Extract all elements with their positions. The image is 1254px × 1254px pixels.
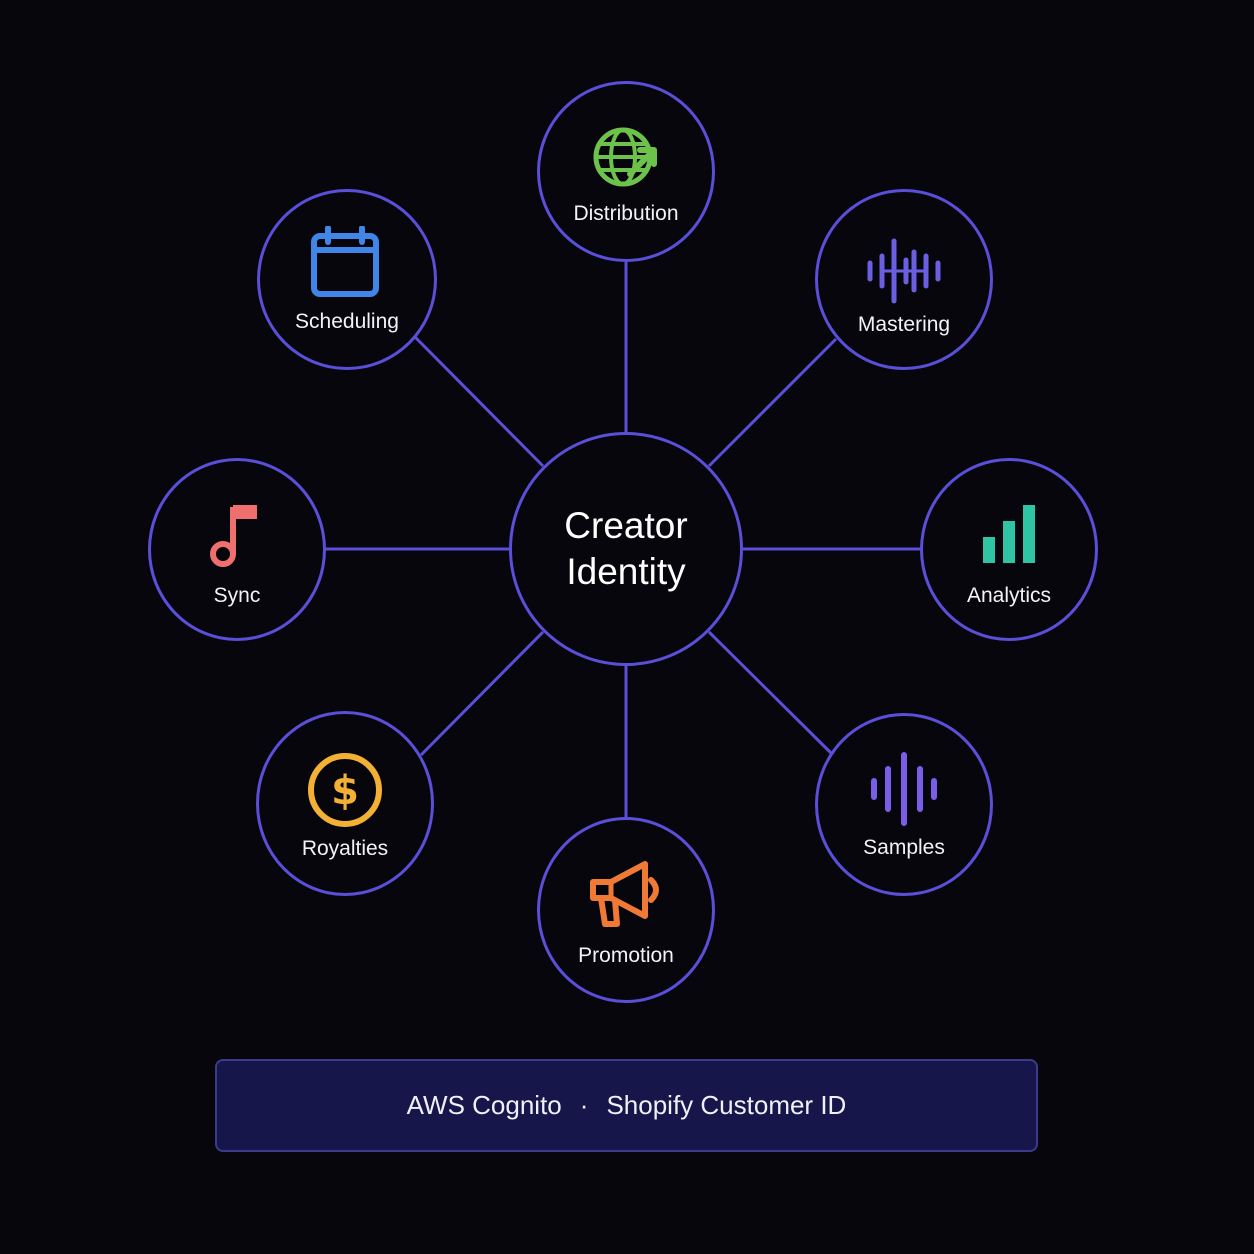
hub-label: Creator Identity xyxy=(564,505,688,592)
label-scheduling: Scheduling xyxy=(295,310,399,333)
node-distribution: Distribution xyxy=(537,81,715,262)
bar-chart-icon xyxy=(983,505,1035,563)
provider-aws-cognito: AWS Cognito xyxy=(406,1090,562,1120)
connector-samples xyxy=(707,630,833,755)
node-scheduling: Scheduling xyxy=(257,189,437,370)
megaphone-icon xyxy=(590,861,659,927)
audio-bars-icon xyxy=(871,752,937,826)
node-analytics: Analytics xyxy=(920,458,1098,641)
hub-creator-identity: Creator Identity xyxy=(509,432,743,666)
label-mastering: Mastering xyxy=(857,313,951,336)
node-samples: Samples xyxy=(815,713,993,896)
svg-text:$: $ xyxy=(331,768,359,814)
label-royalties: Royalties xyxy=(301,837,389,860)
node-sync: Sync xyxy=(148,458,326,641)
label-distribution: Distribution xyxy=(573,202,679,225)
connector-royalties xyxy=(419,630,545,757)
connector-scheduling xyxy=(413,335,545,468)
calendar-icon xyxy=(311,226,379,297)
label-promotion: Promotion xyxy=(578,944,674,967)
globe-arrow-icon xyxy=(593,127,657,187)
connector-mastering xyxy=(707,337,838,468)
dollar-coin-icon: $ xyxy=(308,753,382,827)
node-promotion: Promotion xyxy=(537,817,715,1003)
label-sync: Sync xyxy=(213,584,261,607)
music-note-icon xyxy=(210,505,257,567)
label-samples: Samples xyxy=(863,836,945,859)
label-analytics: Analytics xyxy=(966,584,1052,607)
node-mastering: Mastering xyxy=(815,189,993,370)
provider-separator: · xyxy=(579,1090,589,1120)
provider-shopify-customer-id: Shopify Customer ID xyxy=(606,1090,847,1120)
identity-providers-bar: AWS Cognito · Shopify Customer ID xyxy=(215,1059,1038,1152)
node-royalties: $ Royalties xyxy=(256,711,434,896)
waveform-icon xyxy=(867,238,941,304)
